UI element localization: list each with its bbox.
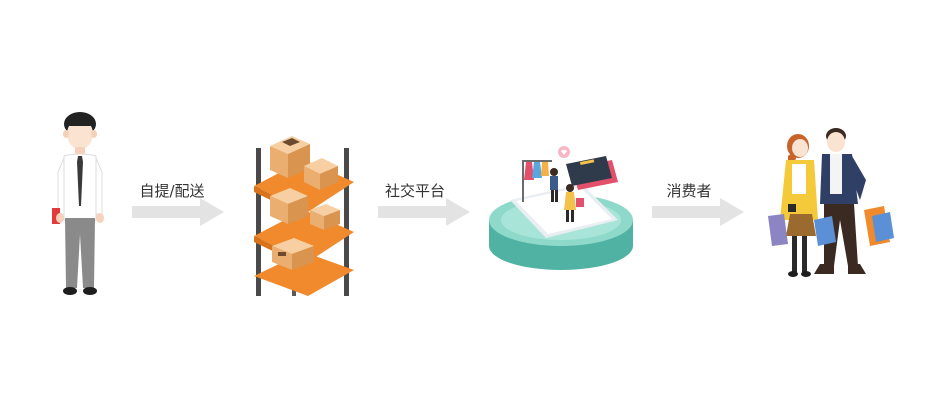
connector-label-social-platform: 社交平台: [384, 182, 446, 200]
arrow-right-icon: [652, 198, 744, 226]
social-platform-icon: [489, 146, 633, 270]
connector-label-pickup-delivery: 自提/配送: [139, 182, 205, 200]
businessman-icon: [52, 112, 104, 295]
connector-label-consumer: 消费者: [666, 182, 712, 200]
warehouse-shelf-icon: [254, 136, 354, 296]
shopping-couple-icon: [768, 128, 894, 277]
arrow-right-icon: [132, 198, 224, 226]
arrow-right-icon: [378, 198, 470, 226]
